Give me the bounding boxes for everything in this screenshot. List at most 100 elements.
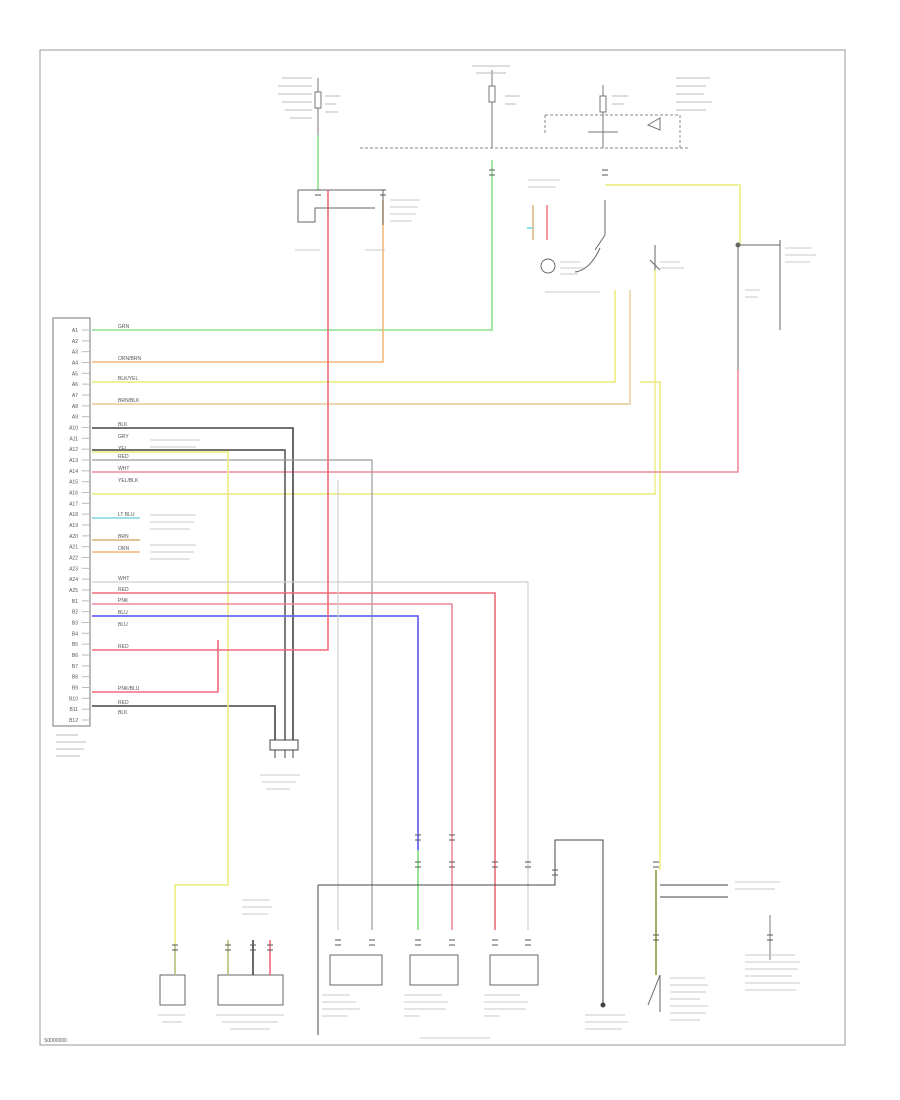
ground-connector — [269, 739, 299, 758]
pin-label: A9 — [72, 415, 78, 421]
module-label — [56, 734, 86, 757]
wire-red-1 — [92, 592, 496, 930]
wire-code: BLU — [118, 622, 128, 628]
wire-yellow-5 — [92, 451, 229, 945]
pin-label: A20 — [69, 534, 78, 540]
switch-assembly — [527, 200, 661, 274]
pin-label: A5 — [72, 371, 78, 377]
pin-label: A7 — [72, 393, 78, 399]
pin-label: B4 — [72, 631, 78, 637]
wire-code: BLK — [118, 422, 128, 428]
wire-black-3 — [92, 705, 276, 740]
relay — [297, 189, 385, 225]
pin-label: A17 — [69, 501, 78, 507]
wire-red-3 — [92, 640, 219, 693]
wire-pink-1 — [92, 370, 739, 473]
wire-gray-1 — [92, 459, 373, 930]
pin-label: A25 — [69, 588, 78, 594]
wire-code: RED — [118, 454, 129, 460]
pin-label: B9 — [72, 686, 78, 692]
diagram-frame — [39, 49, 846, 1046]
fuse-labels — [278, 65, 712, 119]
wire-blue — [92, 615, 419, 850]
wire-code: RED — [118, 700, 129, 706]
wire-gray-2 — [92, 581, 529, 930]
connector-block — [217, 940, 284, 1006]
wire-code: RED — [118, 644, 129, 650]
component-labels — [150, 179, 816, 1039]
wire-code: LT BLU — [118, 512, 135, 518]
wire-red-2 — [92, 190, 329, 651]
connector-ticks — [172, 169, 773, 951]
fuse-1 — [314, 78, 322, 135]
wire-orange — [92, 200, 384, 363]
wire-code: BLU — [118, 610, 128, 616]
wire-code: ORN/BRN — [118, 356, 141, 362]
wire-orange-2 — [92, 290, 631, 405]
wire-green — [92, 160, 493, 331]
right-connector — [660, 884, 771, 960]
pin-label: B11 — [69, 707, 78, 713]
pin-label: A11 — [69, 436, 78, 442]
wire-code-labels: GRN ORN/BRN BLK/YEL BRN/BLK BLK GRY YEL RED WHT Y… — [118, 324, 141, 716]
wire-yellow-3 — [640, 381, 661, 870]
wire-code: BRN/BLK — [118, 398, 140, 404]
solenoid-1 — [409, 954, 459, 986]
pin-label: B10 — [69, 696, 78, 702]
wire-code: BRN — [118, 534, 129, 540]
wire-code: WHT — [118, 576, 129, 582]
pin-label: B12 — [69, 718, 78, 724]
fuse-2 — [488, 70, 496, 148]
pin-label: B8 — [72, 675, 78, 681]
wire-code: PNK — [118, 598, 129, 604]
pin-label: A6 — [72, 382, 78, 388]
pin-label: B7 — [72, 664, 78, 670]
ground-point — [600, 995, 606, 1008]
solenoid-2 — [489, 954, 539, 986]
wire-code: GRN — [118, 324, 130, 330]
pin-label: A18 — [69, 512, 78, 518]
wire-black-2 — [92, 449, 286, 740]
wire-code: BLK/YEL — [118, 376, 139, 382]
wire-code: YEL — [118, 446, 128, 452]
pin-label: A14 — [69, 469, 78, 475]
wire-code: PNK/BLU — [118, 686, 140, 692]
pin-label: A22 — [69, 556, 78, 562]
control-module — [52, 317, 91, 727]
right-switch — [735, 240, 781, 370]
wire-code: ORN — [118, 546, 130, 552]
pin-label: A1 — [72, 328, 78, 334]
pin-label: B5 — [72, 642, 78, 648]
wire-yellow-4 — [605, 184, 741, 245]
power-bus — [360, 114, 690, 149]
wire-yellow-1 — [92, 290, 616, 383]
diagram-code: S0000000 — [44, 1038, 67, 1044]
wire-code: GRY — [118, 434, 129, 440]
pin-label: A13 — [69, 458, 78, 464]
pin-label: A23 — [69, 566, 78, 572]
module-pin-rows: A1A2A3A4A5A6A7A8A9A10A11A12A13A14A15A16A… — [69, 328, 90, 724]
pin-label: B2 — [72, 610, 78, 616]
pin-label: B3 — [72, 621, 78, 627]
pin-label: A24 — [69, 577, 78, 583]
wire-black-1 — [92, 427, 294, 740]
wire-code: WHT — [118, 466, 129, 472]
pin-label: A12 — [69, 447, 78, 453]
wire-pink-2 — [92, 603, 453, 930]
wire-yellow-2 — [92, 270, 656, 495]
pressure-sensor — [329, 954, 383, 986]
ground-bus — [318, 839, 604, 995]
speed-sensor — [159, 945, 186, 1006]
wire-code: YEL/BLK — [118, 478, 139, 484]
pin-label: A16 — [69, 491, 78, 497]
pin-label: A10 — [69, 426, 78, 432]
pin-label: A15 — [69, 480, 78, 486]
pin-label: B6 — [72, 653, 78, 659]
wire-code: RED — [118, 587, 129, 593]
pin-label: A8 — [72, 404, 78, 410]
pin-label: A21 — [69, 545, 78, 551]
pin-label: A4 — [72, 361, 78, 367]
pin-label: B1 — [72, 599, 78, 605]
pin-label: A2 — [72, 339, 78, 345]
